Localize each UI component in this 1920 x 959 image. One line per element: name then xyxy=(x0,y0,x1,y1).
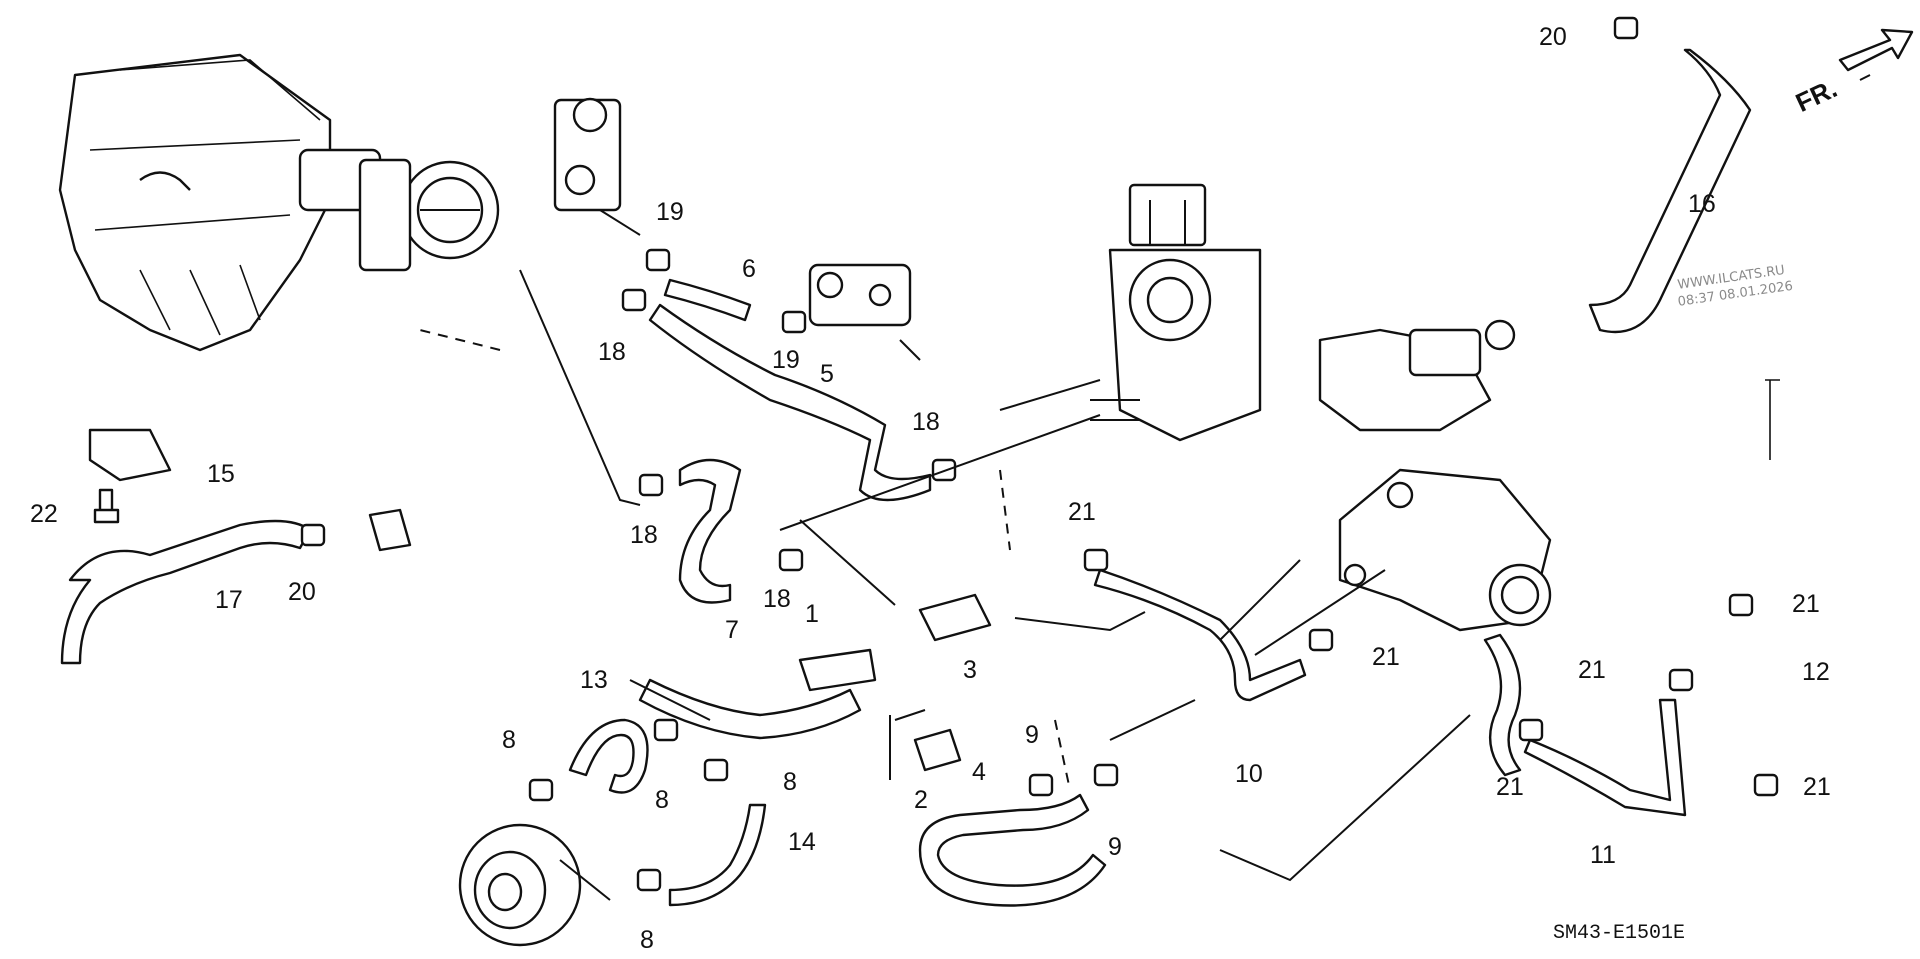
hoses xyxy=(60,48,1752,907)
callout-8: 8 xyxy=(783,768,797,796)
callout-14: 14 xyxy=(788,828,816,856)
callout-19: 19 xyxy=(656,198,684,226)
front-arrow-icon xyxy=(1838,28,1914,72)
idle-air-control-valve xyxy=(1090,183,1262,442)
callout-11: 11 xyxy=(1590,841,1616,869)
callout-5: 5 xyxy=(820,360,834,388)
intake-manifold-assembly xyxy=(58,53,500,352)
bypass-valve xyxy=(1318,319,1516,432)
callout-1: 1 xyxy=(805,600,819,628)
callout-7: 7 xyxy=(725,616,739,644)
hose-1 xyxy=(798,648,877,692)
hose-6 xyxy=(663,278,752,322)
callout-8: 8 xyxy=(502,726,516,754)
callout-20: 20 xyxy=(1539,23,1567,51)
callout-21: 21 xyxy=(1496,773,1524,801)
callout-4: 4 xyxy=(972,758,986,786)
callout-16: 16 xyxy=(1688,190,1716,218)
callout-19: 19 xyxy=(772,346,800,374)
egr-valve xyxy=(553,97,641,236)
callout-12: 12 xyxy=(1802,658,1830,686)
thermostat-housing xyxy=(1338,468,1552,632)
callout-8: 8 xyxy=(655,786,669,814)
callout-21: 21 xyxy=(1803,773,1831,801)
callout-10: 10 xyxy=(1235,760,1263,788)
hose-16 xyxy=(1588,48,1752,334)
coolant-reservoir-unit xyxy=(458,823,611,947)
hose-4 xyxy=(918,793,1107,907)
hose-14 xyxy=(668,803,767,907)
hose-2 xyxy=(913,728,962,772)
callout-15: 15 xyxy=(207,460,235,488)
callout-21: 21 xyxy=(1372,643,1400,671)
callout-18: 18 xyxy=(598,338,626,366)
callout-13: 13 xyxy=(580,666,608,694)
front-direction-indicator: FR. xyxy=(1791,28,1914,118)
callout-18: 18 xyxy=(630,521,658,549)
hose-17 xyxy=(60,519,312,665)
callout-20: 20 xyxy=(288,578,316,606)
bolt-22 xyxy=(93,488,120,524)
callout-6: 6 xyxy=(742,255,756,283)
callouts: 20 16 19 6 18 19 5 18 15 22 17 20 18 18 … xyxy=(30,23,1831,954)
clamp-15 xyxy=(88,428,172,482)
hose-5 xyxy=(648,303,932,502)
callout-2: 2 xyxy=(914,786,928,814)
diagram-code: SM43-E1501E xyxy=(1553,922,1685,945)
callout-3: 3 xyxy=(963,656,977,684)
callout-9: 9 xyxy=(1108,833,1122,861)
leader-lines xyxy=(419,74,1871,882)
callout-9: 9 xyxy=(1025,721,1039,749)
clamp-20-left xyxy=(368,508,412,552)
callout-21: 21 xyxy=(1578,656,1606,684)
hose-13 xyxy=(568,718,649,794)
callout-18: 18 xyxy=(912,408,940,436)
callout-8: 8 xyxy=(640,926,654,954)
callout-17: 17 xyxy=(215,586,243,614)
callout-21: 21 xyxy=(1792,590,1820,618)
front-label: FR. xyxy=(1791,73,1842,118)
callout-18: 18 xyxy=(763,585,791,613)
clamp-3 xyxy=(918,593,992,642)
hose-clamps xyxy=(88,16,1779,892)
hose-10 xyxy=(1093,568,1307,702)
callout-21: 21 xyxy=(1068,498,1096,526)
hose-pipe-upper xyxy=(638,678,862,740)
solenoid-valve xyxy=(808,263,921,361)
hose-12 xyxy=(1483,633,1522,777)
callout-22: 22 xyxy=(30,500,58,528)
hose-7 xyxy=(678,458,742,604)
hose-11 xyxy=(1523,698,1687,817)
